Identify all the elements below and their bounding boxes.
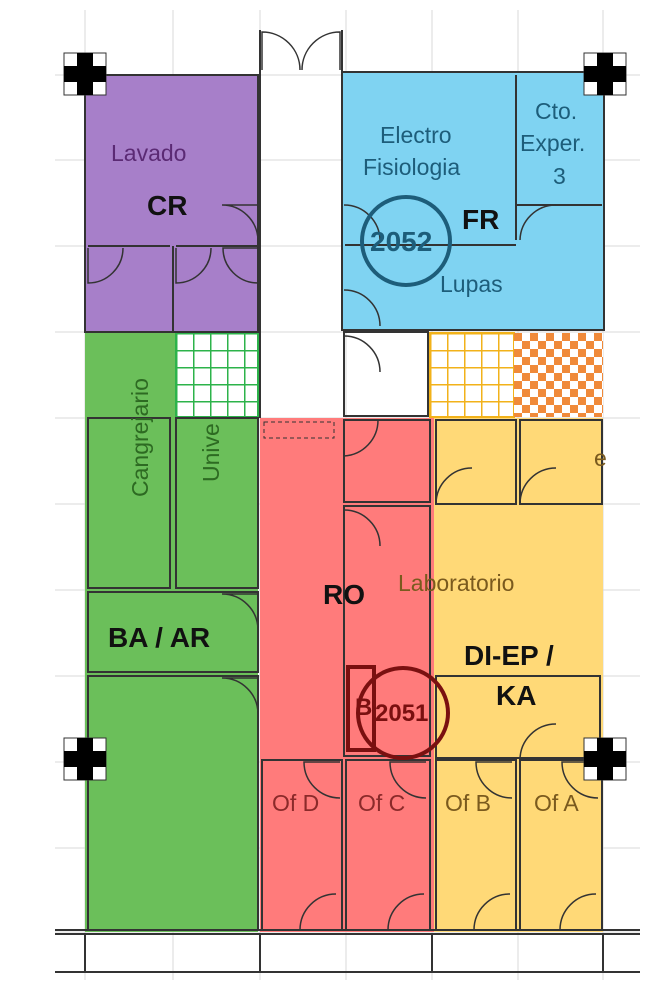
walls [55,30,640,973]
zone-label-ro: RO [323,579,365,610]
zone-label-ba-ar: BA / AR [108,622,211,653]
room-label-of-b: Of B [445,790,492,816]
column-markers [63,52,627,781]
room-label-lavado: Lavado [111,140,187,166]
room-label-3: 3 [553,163,566,189]
zone-label-diep-ka-line1: DI-EP / [464,640,554,671]
room-2052-circle [360,195,452,287]
pattern-orange-cell [514,333,603,417]
room-label-stray-e: e [594,445,607,471]
room-label-cto: Cto. [535,98,578,124]
room-label-fisiologia: Fisiologia [363,154,461,180]
marker-b-box [346,665,376,752]
room-label-laboratorio: Laboratorio [398,570,515,596]
room-label-lupas: Lupas [440,271,503,297]
room-label-of-a: Of A [534,790,579,816]
room-number-2052: 2052 [370,226,433,257]
room-label-univ: Unive [198,423,224,482]
zone-label-diep-ka-line2: KA [496,680,537,711]
room-2051-circle [356,666,450,760]
zone-label-fr: FR [462,204,500,235]
marker-b-label: B [355,694,373,721]
room-label-of-c: Of C [358,790,406,816]
room-label-of-d: Of D [272,790,320,816]
pattern-yellow-cell [429,332,515,418]
pattern-green-cell [175,332,259,418]
zone-cr-fill [85,75,258,332]
room-number-2051: 2051 [375,700,429,727]
room-label-cangrejario: Cangrejario [127,378,153,497]
door-swings [87,31,599,931]
zone-ba-ar-fill [85,332,258,932]
room-label-exper: Exper. [520,130,586,156]
zone-label-cr: CR [147,190,188,221]
room-label-electro: Electro [380,122,452,148]
